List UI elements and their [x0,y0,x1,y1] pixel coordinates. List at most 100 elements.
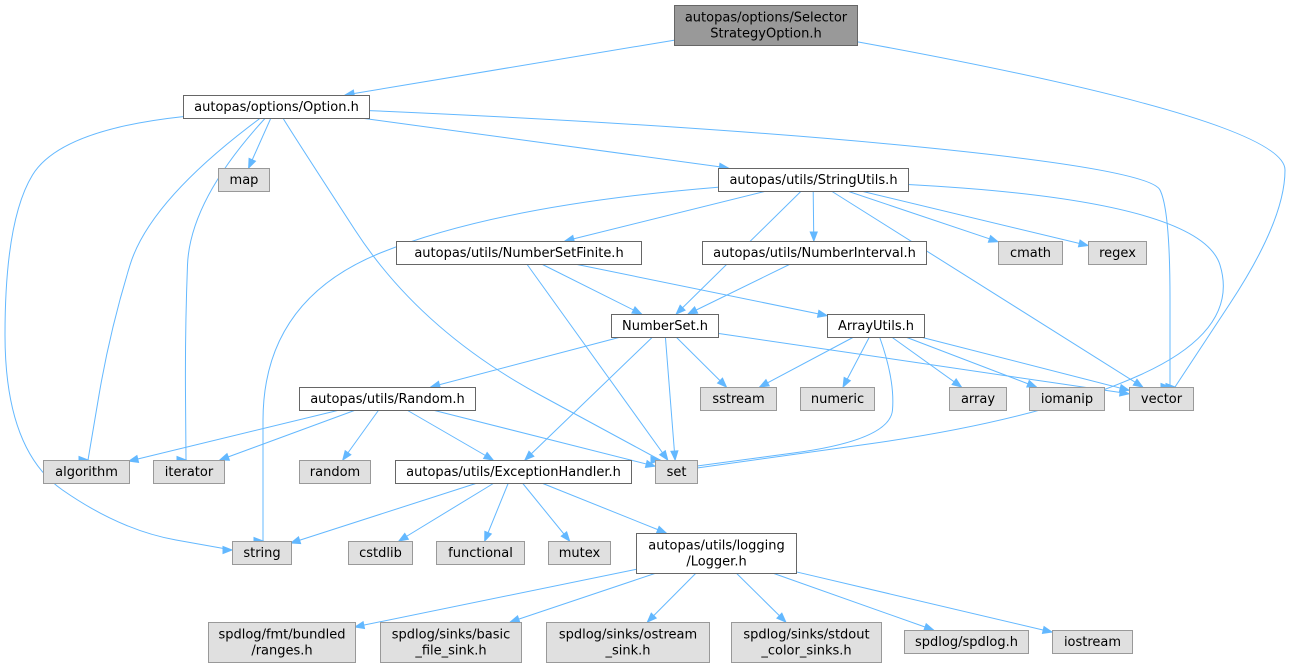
edge-exceptionhandler-to-string [290,482,478,544]
node-label-string: string [243,546,280,561]
nodes-layer: autopas/options/SelectorStrategyOption.h… [43,5,1194,663]
arrowhead-numbersetfinite-to-arrayutils [816,309,829,318]
node-label-random_h: autopas/utils/Random.h [310,392,465,407]
edge-stringutils-to-set [696,184,1224,469]
node-label-mutex: mutex [559,546,601,561]
node-box-mutex [548,541,611,565]
node-option[interactable]: autopas/options/Option.h [183,95,370,119]
arrowhead-logger-to-stdout [776,612,787,623]
node-label-numbersetfinite: autopas/utils/NumberSetFinite.h [414,246,623,261]
node-ranges: spdlog/fmt/bundled/ranges.h [208,622,356,663]
node-label-array: array [961,392,995,407]
edge-option-to-vector [368,110,1171,387]
node-ostream: spdlog/sinks/ostream_sink.h [546,622,710,663]
edge-random_h-to-random [342,409,380,461]
node-label-iterator: iterator [165,465,214,480]
arrowhead-random_h-to-iterator [218,452,231,461]
node-box-numberset [611,314,719,338]
node-label-logger: autopas/utils/logging [648,539,785,554]
node-random: random [299,460,371,484]
node-iomanip: iomanip [1029,387,1105,411]
edge-random_h-to-set [432,409,656,467]
edge-option-to-string [4,116,233,551]
node-label-vector: vector [1141,392,1183,407]
node-box-ranges [208,622,356,663]
node-label-iostream: iostream [1064,635,1121,650]
node-cstdlib: cstdlib [348,541,413,565]
node-numberinterval[interactable]: autopas/utils/NumberInterval.h [702,241,927,265]
node-numeric: numeric [800,387,875,411]
node-exceptionhandler[interactable]: autopas/utils/ExceptionHandler.h [395,460,632,484]
edge-numberinterval-to-numberset [687,263,791,315]
node-vector: vector [1129,387,1194,411]
arrowhead-arrayutils-to-numeric [842,376,852,389]
node-random_h[interactable]: autopas/utils/Random.h [299,387,476,411]
node-label-numeric: numeric [811,392,864,407]
node-label-stdout: spdlog/sinks/stdout [743,628,869,643]
node-box-iomanip [1029,387,1105,411]
arrowhead-random_h-to-set [644,459,657,468]
edge-random_h-to-exceptionhandler [406,409,494,461]
node-numbersetfinite[interactable]: autopas/utils/NumberSetFinite.h [396,241,642,265]
node-stdout: spdlog/sinks/stdout_color_sinks.h [731,622,882,663]
arrowhead-option-to-string [222,545,234,555]
node-mutex: mutex [548,541,611,565]
node-string: string [232,541,292,565]
node-label-option: autopas/options/Option.h [194,100,359,115]
edge-numberset-to-random_h [430,336,621,388]
node-stringutils[interactable]: autopas/utils/StringUtils.h [718,168,909,192]
node-label-ranges: /ranges.h [251,644,312,659]
node-iostream: iostream [1052,630,1133,654]
node-label-cmath: cmath [1010,246,1051,261]
node-box-stringutils [718,168,909,192]
edge-logger-to-iostream [795,571,1053,633]
node-numberset[interactable]: NumberSet.h [611,314,719,338]
arrowhead-numberset-to-set [670,450,679,462]
node-box-array [949,387,1007,411]
arrowhead-stringutils-to-vector [1132,378,1144,388]
edge-random_h-to-algorithm [128,409,340,462]
node-label-root: StrategyOption.h [710,27,821,42]
node-basicfile: spdlog/sinks/basic_file_sink.h [380,622,522,663]
arrowhead-stringutils-to-numberset [675,304,686,315]
node-box-string [232,541,292,565]
edge-exceptionhandler-to-cstdlib [398,482,495,542]
edge-exceptionhandler-to-functional [484,482,509,542]
node-box-random [299,460,371,484]
node-arrayutils[interactable]: ArrayUtils.h [827,314,925,338]
edge-exceptionhandler-to-mutex [522,482,570,542]
node-box-spdlog [904,630,1029,654]
node-label-set: set [667,465,687,480]
node-box-option [183,95,370,119]
node-label-random: random [310,465,360,480]
arrowhead-random_h-to-exceptionhandler [482,451,495,461]
node-box-numbersetfinite [396,241,642,265]
node-iterator: iterator [153,460,225,484]
edges-layer [4,39,1286,635]
node-label-stringutils: autopas/utils/StringUtils.h [729,173,897,188]
arrowhead-arrayutils-to-array [951,378,963,388]
node-label-numberinterval: autopas/utils/NumberInterval.h [713,246,916,261]
node-box-arrayutils [827,314,925,338]
node-logger[interactable]: autopas/utils/logging/Logger.h [636,533,797,574]
edge-numbersetfinite-to-set [526,263,669,461]
arrowhead-stringutils-to-numberinterval [809,231,818,243]
edge-numberset-to-sstream [675,336,727,388]
node-box-numeric [800,387,875,411]
node-algorithm: algorithm [43,460,130,484]
arrowhead-arrayutils-to-iomanip [1026,379,1038,388]
arrowhead-numbersetfinite-to-numberset [631,305,643,315]
edge-arrayutils-to-array [891,336,962,388]
edge-logger-to-stdout [735,572,787,623]
arrowhead-random_h-to-random [341,449,352,462]
edge-arrayutils-to-vector [920,336,1130,391]
arrowhead-numberset-to-exceptionhandler [523,450,535,461]
arrowhead-logger-to-ranges [353,620,366,630]
node-label-sstream: sstream [712,392,764,407]
edge-option-to-set [282,117,661,461]
node-box-logger [636,533,797,574]
node-box-ostream [546,622,710,663]
node-label-stdout: _color_sinks.h [760,644,851,659]
